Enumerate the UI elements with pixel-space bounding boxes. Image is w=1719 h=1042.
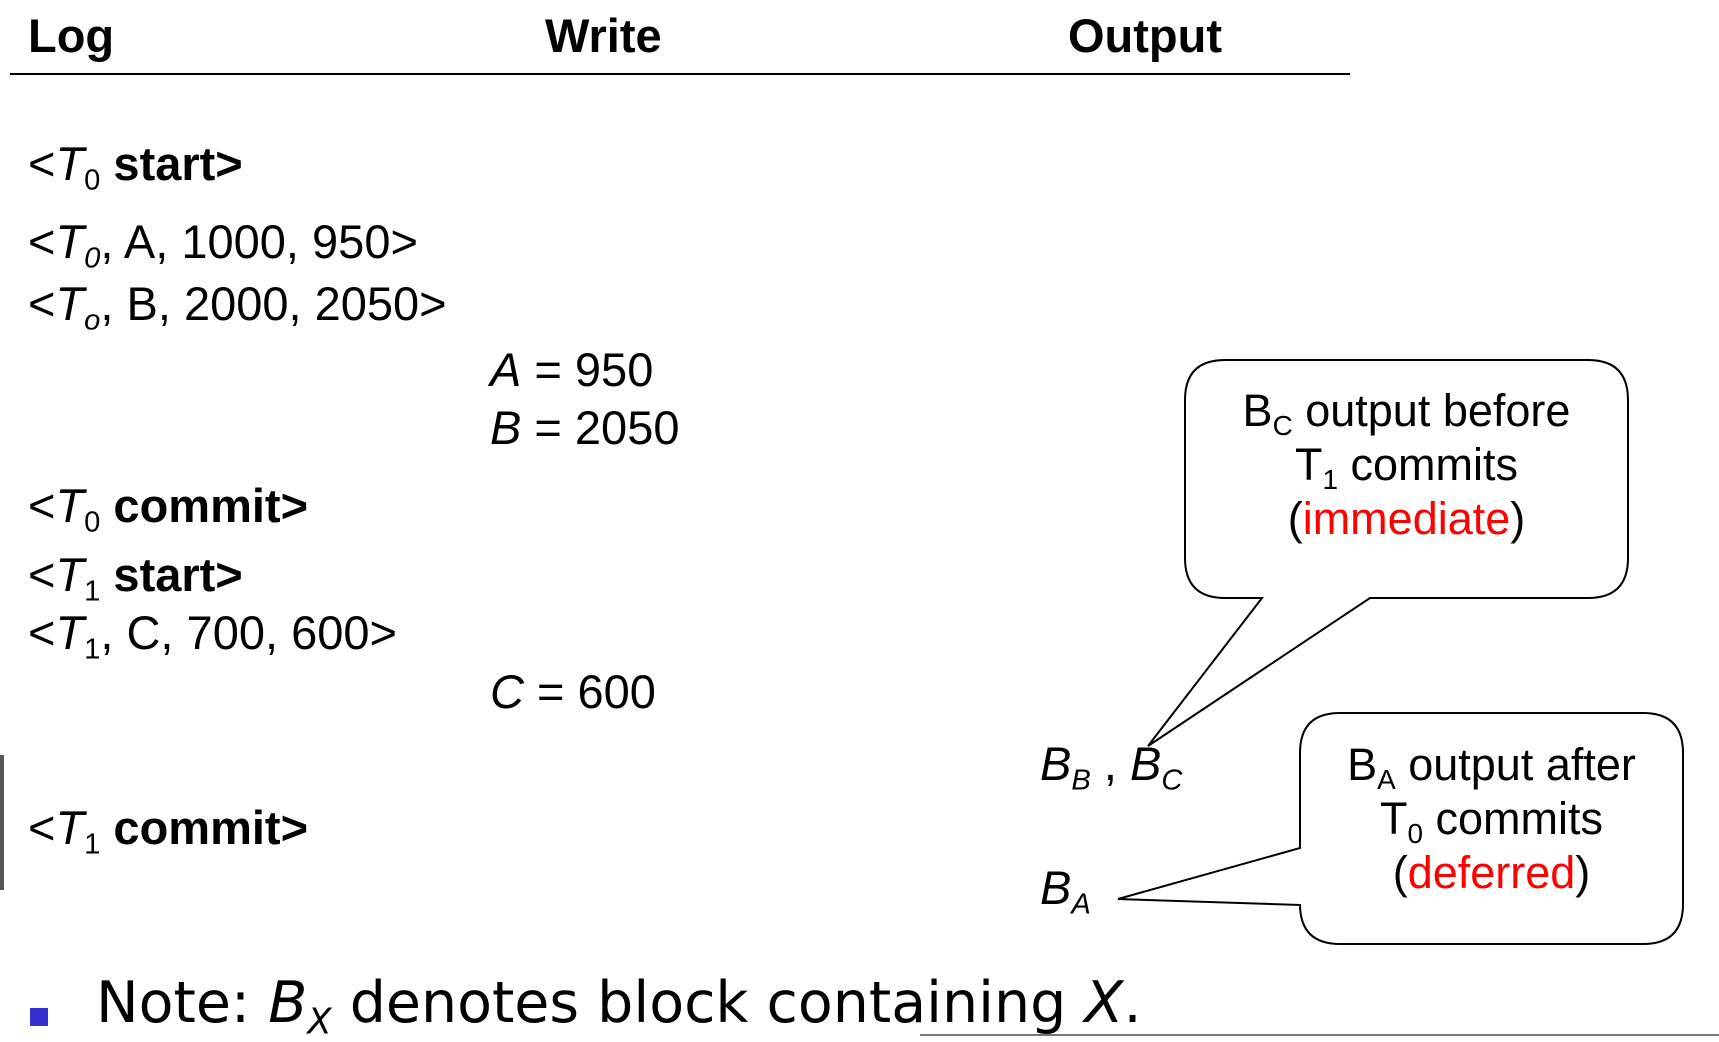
callout-deferred-text: BA output after T0 commits (deferred) — [1300, 738, 1683, 900]
header-rule — [10, 73, 1350, 75]
write-b: B = 2050 — [490, 401, 680, 454]
left-edge-mark — [0, 755, 4, 890]
callout-deferred-line3: (deferred) — [1392, 847, 1591, 898]
output-header: Output — [1068, 9, 1222, 62]
callout-deferred-line2: T0 commits — [1379, 793, 1603, 849]
log-entry-t0-start: <T0 start> — [28, 137, 243, 197]
log-header: Log — [28, 9, 115, 62]
write-a: A = 950 — [490, 343, 654, 396]
log-entry-t1-update-c: <T1, C, 700, 600> — [28, 606, 397, 666]
write-c: C = 600 — [490, 665, 656, 718]
log-entry-t0-commit: <T0 commit> — [28, 479, 309, 539]
callout-immediate-text: BC output before T1 commits (immediate) — [1188, 384, 1625, 546]
output-bb-bc: BB , BC — [1040, 737, 1183, 797]
log-entry-t0-update-a: <T0, A, 1000, 950> — [28, 215, 418, 275]
log-entry-t1-commit: <T1 commit> — [28, 801, 309, 861]
callout-deferred-bubble — [1117, 712, 1684, 945]
write-header: Write — [545, 9, 662, 62]
callout-immediate-line2: T1 commits — [1294, 439, 1518, 495]
log-entry-t0-update-b: <To, B, 2000, 2050> — [28, 277, 447, 337]
note-text: Note: BX denotes block containing X. — [96, 970, 1142, 1042]
callout-deferred-line1: BA output after — [1347, 739, 1636, 795]
bullet-icon — [30, 1008, 48, 1026]
log-entry-t1-start: <T1 start> — [28, 548, 243, 608]
callout-immediate-line3: (immediate) — [1287, 493, 1526, 544]
callout-immediate-bubble — [1147, 359, 1629, 747]
bottom-rule — [920, 1034, 1719, 1036]
callout-immediate-line1: BC output before — [1242, 385, 1571, 441]
output-ba: BA — [1040, 861, 1091, 921]
